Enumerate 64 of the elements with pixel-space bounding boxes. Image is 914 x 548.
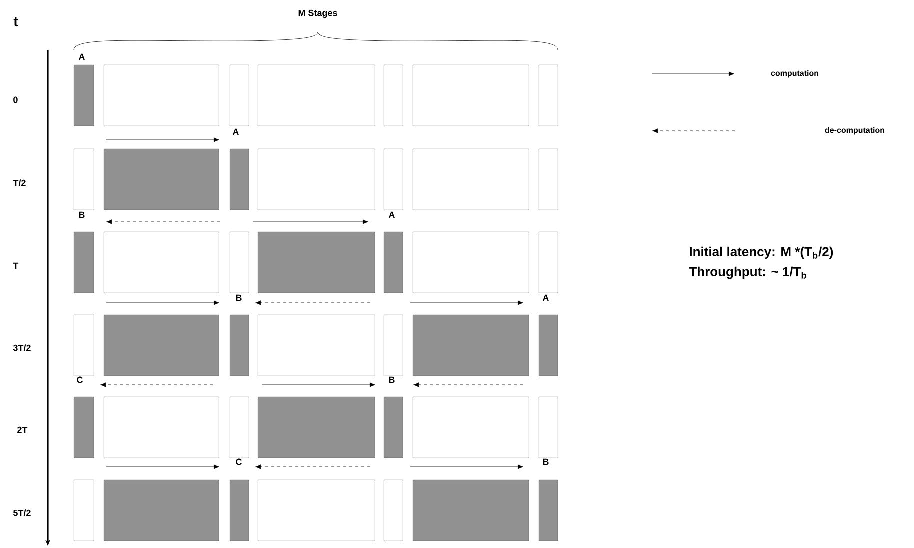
narrow-box bbox=[539, 65, 558, 126]
axis-label: t bbox=[14, 17, 18, 27]
wide-box bbox=[413, 65, 530, 126]
wide-box bbox=[258, 315, 376, 376]
wide-box bbox=[413, 232, 530, 294]
narrow-box bbox=[384, 65, 404, 126]
narrow-box bbox=[230, 315, 250, 376]
wide-box bbox=[104, 149, 220, 210]
item-letter: C bbox=[236, 458, 242, 466]
item-letter: B bbox=[236, 294, 242, 302]
time-label: T bbox=[13, 262, 19, 270]
wide-box bbox=[104, 397, 220, 458]
wide-box bbox=[258, 149, 376, 210]
item-letter: A bbox=[388, 212, 395, 218]
time-label: T/2 bbox=[13, 180, 26, 186]
wide-box bbox=[104, 65, 220, 126]
wide-box bbox=[258, 480, 376, 542]
narrow-box bbox=[539, 315, 558, 376]
item-letter: A bbox=[542, 294, 549, 302]
wide-box bbox=[258, 65, 376, 126]
item-letter: A bbox=[78, 54, 86, 60]
narrow-box bbox=[74, 315, 94, 376]
wide-box bbox=[258, 397, 376, 458]
narrow-box bbox=[230, 232, 250, 294]
time-label: 3T/2 bbox=[13, 344, 31, 352]
legend-label: computation bbox=[771, 70, 818, 78]
legend-label: de-computation bbox=[825, 127, 884, 135]
narrow-box bbox=[230, 480, 250, 542]
time-label: 5T/2 bbox=[14, 510, 31, 516]
item-letter: A bbox=[232, 128, 240, 136]
item-letter: B bbox=[543, 458, 549, 466]
narrow-box bbox=[74, 397, 94, 458]
formula-text: Initial latency: M *(T$_{b}$/2) bbox=[690, 246, 834, 260]
narrow-box bbox=[539, 149, 558, 210]
wide-box bbox=[413, 315, 530, 376]
wide-box bbox=[413, 149, 530, 210]
narrow-box bbox=[230, 397, 250, 458]
time-label: 2T bbox=[18, 426, 28, 434]
item-letter: B bbox=[79, 212, 85, 218]
narrow-box bbox=[384, 480, 404, 542]
narrow-box bbox=[74, 149, 94, 210]
item-letter: C bbox=[77, 376, 84, 384]
brace-label: M Stages bbox=[298, 10, 338, 18]
narrow-box bbox=[384, 397, 404, 458]
narrow-box bbox=[74, 480, 94, 542]
narrow-box bbox=[230, 65, 250, 126]
narrow-box bbox=[74, 232, 94, 294]
wide-box bbox=[413, 397, 530, 458]
wide-box bbox=[104, 480, 220, 542]
formula-text: Throughput: ~ 1/T$_{b}$ bbox=[689, 266, 806, 280]
narrow-box bbox=[384, 315, 404, 376]
wide-box bbox=[104, 315, 220, 376]
narrow-box bbox=[384, 232, 404, 294]
item-letter: B bbox=[389, 376, 395, 384]
narrow-box bbox=[539, 397, 558, 458]
time-label: 0 bbox=[14, 96, 18, 104]
wide-box bbox=[104, 232, 220, 294]
wide-box bbox=[258, 232, 376, 294]
narrow-box bbox=[539, 480, 558, 542]
narrow-box bbox=[230, 149, 250, 210]
narrow-box bbox=[74, 65, 94, 126]
narrow-box bbox=[384, 149, 404, 210]
wide-box bbox=[413, 480, 530, 542]
narrow-box bbox=[539, 232, 558, 294]
